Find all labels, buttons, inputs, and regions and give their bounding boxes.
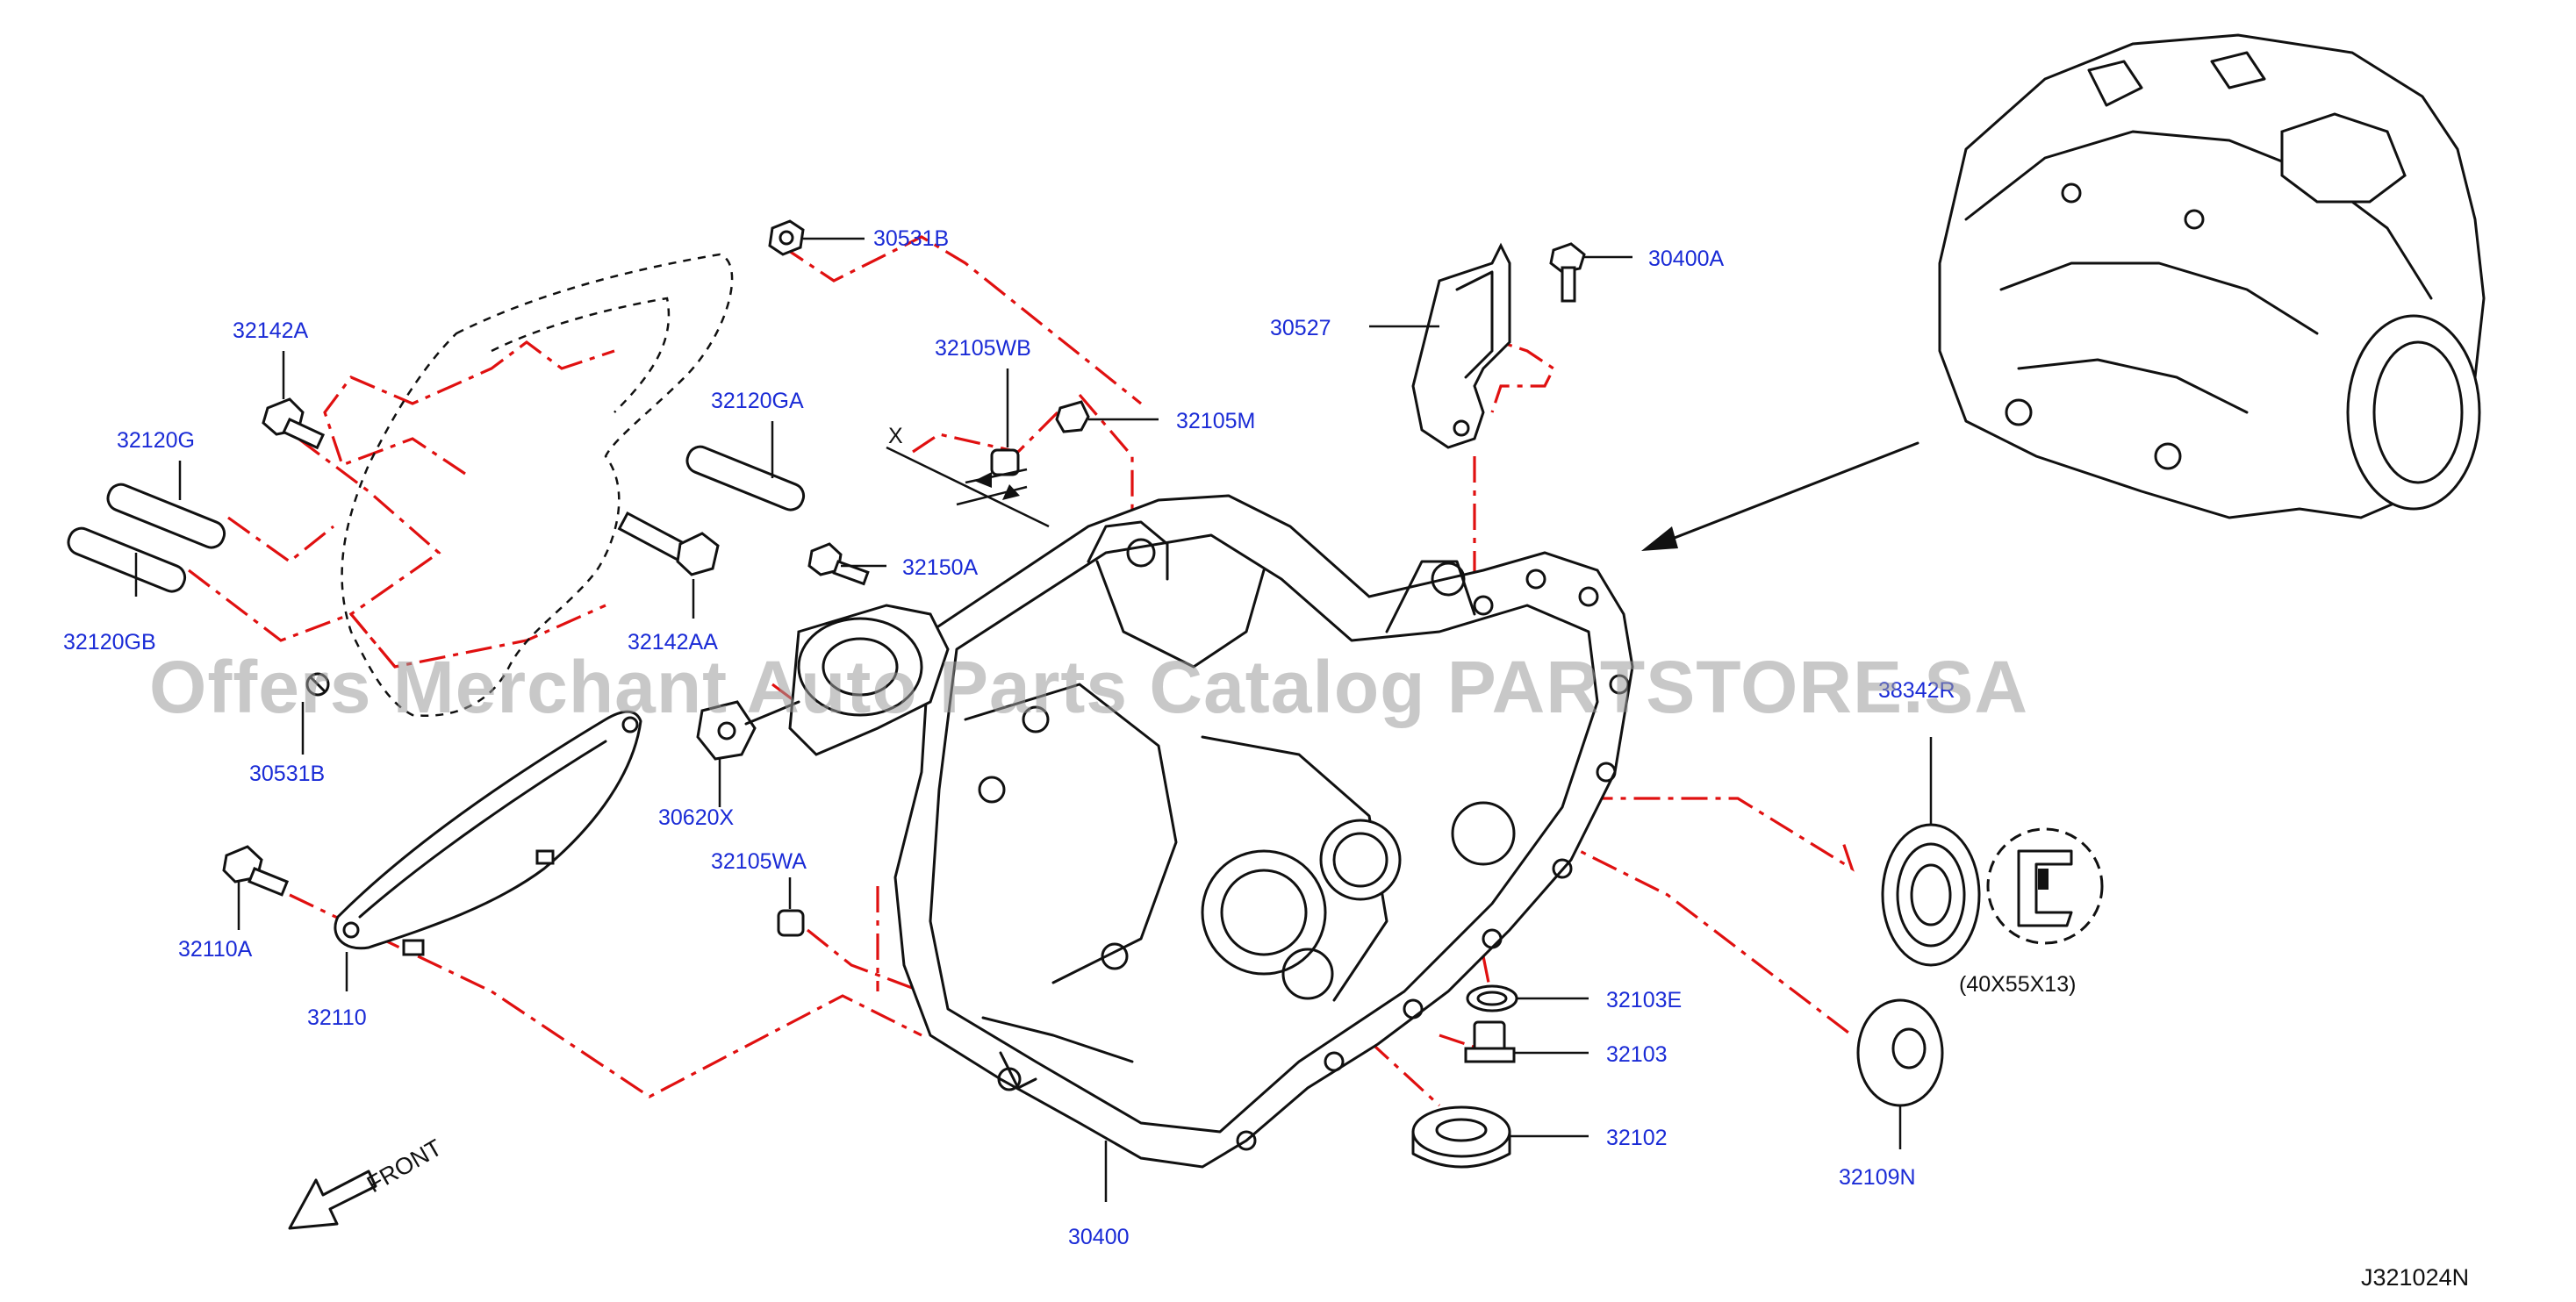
label-x-marker: X — [888, 424, 903, 448]
part-32103E — [1466, 984, 1518, 1012]
label-32103E[interactable]: 32103E — [1606, 988, 1682, 1012]
front-direction-indicator: FRONT — [288, 1134, 447, 1230]
front-label: FRONT — [362, 1134, 447, 1198]
part-32109N — [1856, 998, 1944, 1107]
part-32120G — [67, 483, 226, 593]
label-32105WA[interactable]: 32105WA — [711, 849, 807, 874]
part-32142AA — [617, 511, 720, 576]
label-38342R[interactable]: 38342R — [1878, 678, 1955, 703]
part-30527 — [1411, 242, 1511, 449]
part-32103 — [1464, 1020, 1516, 1063]
transaxle-case-30400 — [893, 494, 1634, 1169]
reference-arrow — [1641, 441, 1919, 551]
label-32150A[interactable]: 32150A — [902, 555, 979, 580]
part-32105WA — [777, 909, 805, 937]
label-32102[interactable]: 32102 — [1606, 1126, 1668, 1150]
part-30531B-bottom — [305, 672, 330, 697]
part-32142A — [262, 397, 326, 450]
label-30400[interactable]: 30400 — [1068, 1225, 1130, 1249]
part-32110 — [334, 710, 642, 956]
label-32109N[interactable]: 32109N — [1839, 1165, 1916, 1190]
label-32103[interactable]: 32103 — [1606, 1042, 1668, 1067]
watermark: Offers Merchant Auto Parts Catalog PARTS… — [149, 646, 2028, 728]
part-32105WB — [990, 448, 1020, 476]
label-32120GA[interactable]: 32120GA — [711, 389, 804, 413]
label-30531B-bottom[interactable]: 30531B — [249, 762, 325, 786]
part-32110A — [222, 845, 290, 897]
label-30400A[interactable]: 30400A — [1648, 247, 1725, 271]
ghost-plate-outline — [341, 253, 734, 717]
label-32105M[interactable]: 32105M — [1176, 409, 1255, 433]
seal-size-label: (40X55X13) — [1959, 972, 2076, 997]
part-38342R — [1881, 823, 1981, 967]
assembled-transaxle-view — [1938, 33, 2486, 519]
label-30531B-top[interactable]: 30531B — [873, 226, 949, 251]
part-30400A — [1549, 242, 1586, 303]
label-32142AA[interactable]: 32142AA — [628, 630, 718, 655]
leader-lines — [134, 237, 1933, 1202]
label-32110A[interactable]: 32110A — [178, 937, 253, 962]
part-32102 — [1411, 1105, 1511, 1169]
seal-section-detail — [1986, 827, 2104, 945]
part-32105M — [1055, 400, 1090, 433]
part-30620X — [696, 604, 950, 761]
label-32120GB[interactable]: 32120GB — [63, 630, 156, 655]
part-labels: 30531B 32142A 32120G 32120GB 30531B 3211… — [63, 226, 2076, 1249]
part-32120GA — [685, 445, 806, 512]
diagram-code: J321024N — [2361, 1264, 2469, 1291]
label-30527[interactable]: 30527 — [1270, 316, 1331, 340]
section-x-marker — [886, 446, 1050, 528]
part-32150A — [807, 542, 870, 586]
label-32120G[interactable]: 32120G — [117, 428, 195, 453]
label-30620X[interactable]: 30620X — [658, 805, 735, 830]
label-32142A[interactable]: 32142A — [233, 318, 309, 343]
part-30531B-top — [768, 219, 805, 256]
label-32105WB[interactable]: 32105WB — [935, 336, 1031, 361]
assembly-lines — [188, 235, 1855, 1107]
label-32110[interactable]: 32110 — [307, 1005, 367, 1030]
